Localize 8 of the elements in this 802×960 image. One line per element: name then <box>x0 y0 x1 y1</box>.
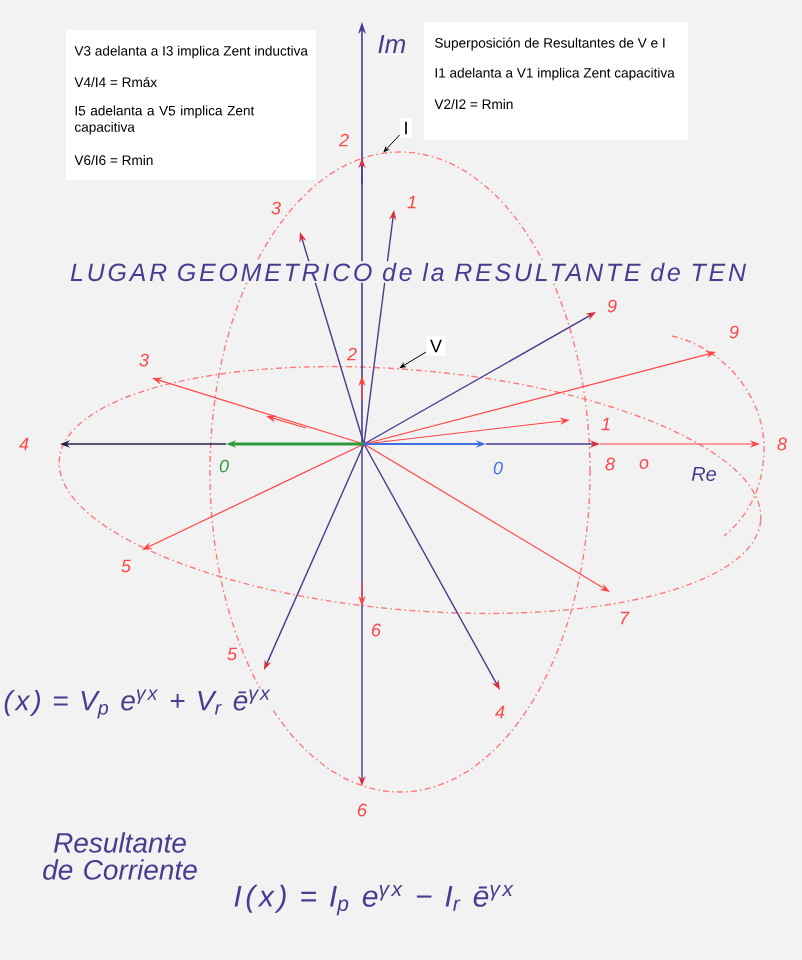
axis-label: Re <box>690 466 718 482</box>
leader-arrow <box>383 134 400 153</box>
handwritten-label: Resultante de Corriente <box>43 832 197 880</box>
formula: (x) = V$_{p}$ e$^{γx}$ + V$_{r}$ ē$^{γx}$ <box>2 688 272 720</box>
axis-label: Im <box>378 35 406 53</box>
point-number: o <box>637 457 651 471</box>
formula: I(x) = I$_{p}$ e$^{γx}$ − I$_{r}$ ē$^{γx}$ <box>232 883 515 917</box>
title: LUGAR GEOMETRICO de la RESULTANTE de TEN <box>68 261 748 283</box>
